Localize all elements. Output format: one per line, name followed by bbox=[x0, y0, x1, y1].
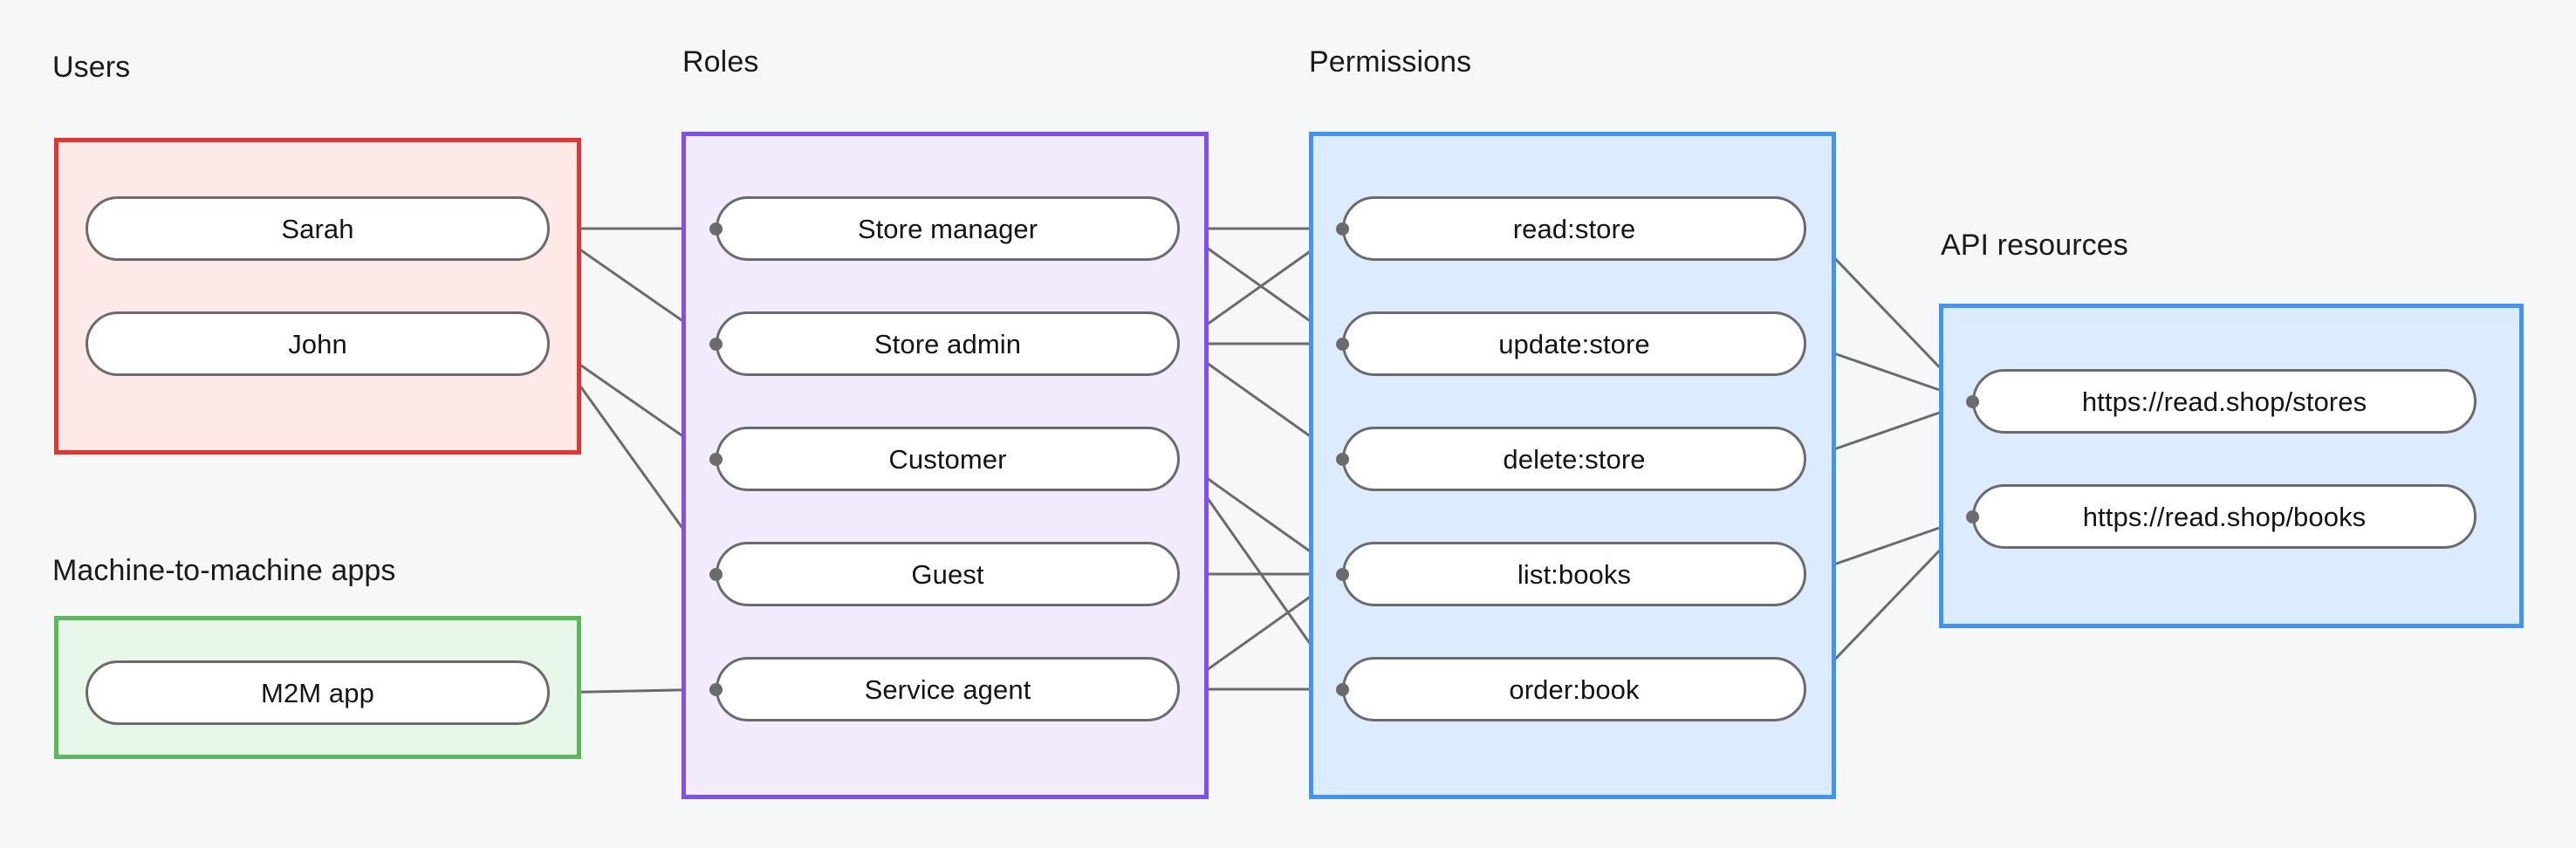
port-guest bbox=[709, 567, 723, 581]
node-store-manager[interactable]: Store manager bbox=[716, 196, 1180, 261]
node-label: Customer bbox=[888, 443, 1007, 475]
group-label-m2m: Machine-to-machine apps bbox=[52, 554, 396, 587]
node-order-book[interactable]: order:book bbox=[1342, 657, 1806, 721]
node-list-books[interactable]: list:books bbox=[1342, 542, 1806, 606]
node-service-agent[interactable]: Service agent bbox=[716, 657, 1180, 721]
node-read-shop-stores[interactable]: https://read.shop/stores bbox=[1972, 369, 2477, 434]
node-label: read:store bbox=[1512, 213, 1636, 244]
node-label: order:book bbox=[1509, 674, 1640, 705]
node-label: Service agent bbox=[864, 674, 1031, 705]
port-customer bbox=[709, 452, 723, 466]
node-label: Store admin bbox=[874, 328, 1022, 359]
node-label: M2M app bbox=[261, 677, 374, 708]
port-read-shop-books bbox=[1965, 509, 1979, 523]
node-label: Sarah bbox=[281, 213, 354, 244]
node-label: https://read.shop/stores bbox=[2081, 386, 2367, 417]
group-box-resources bbox=[1939, 304, 2524, 628]
node-m2m-app[interactable]: M2M app bbox=[86, 660, 550, 725]
node-label: list:books bbox=[1517, 558, 1632, 590]
port-order-book bbox=[1335, 682, 1349, 696]
node-label: John bbox=[288, 328, 347, 359]
node-customer[interactable]: Customer bbox=[716, 427, 1180, 491]
port-update-store bbox=[1335, 337, 1349, 351]
port-read-shop-stores bbox=[1965, 394, 1979, 408]
node-read-shop-books[interactable]: https://read.shop/books bbox=[1972, 484, 2477, 549]
group-label-users: Users bbox=[52, 51, 131, 84]
group-box-users bbox=[54, 138, 581, 455]
group-label-permissions: Permissions bbox=[1309, 45, 1472, 79]
port-read-store bbox=[1335, 222, 1349, 236]
node-read-store[interactable]: read:store bbox=[1342, 196, 1806, 261]
group-label-resources: API resources bbox=[1941, 229, 2128, 262]
node-label: delete:store bbox=[1503, 443, 1646, 475]
port-service-agent bbox=[709, 682, 723, 696]
node-guest[interactable]: Guest bbox=[716, 542, 1180, 606]
node-store-admin[interactable]: Store admin bbox=[716, 311, 1180, 376]
node-sarah[interactable]: Sarah bbox=[86, 196, 550, 261]
node-label: Guest bbox=[911, 558, 984, 590]
node-john[interactable]: John bbox=[86, 311, 550, 376]
group-label-roles: Roles bbox=[682, 45, 759, 79]
node-label: https://read.shop/books bbox=[2082, 501, 2367, 532]
node-delete-store[interactable]: delete:store bbox=[1342, 427, 1806, 491]
port-delete-store bbox=[1335, 452, 1349, 466]
node-update-store[interactable]: update:store bbox=[1342, 311, 1806, 376]
node-label: update:store bbox=[1498, 328, 1650, 359]
port-list-books bbox=[1335, 567, 1349, 581]
node-label: Store manager bbox=[857, 213, 1038, 244]
port-store-admin bbox=[709, 337, 723, 351]
port-store-manager bbox=[709, 222, 723, 236]
